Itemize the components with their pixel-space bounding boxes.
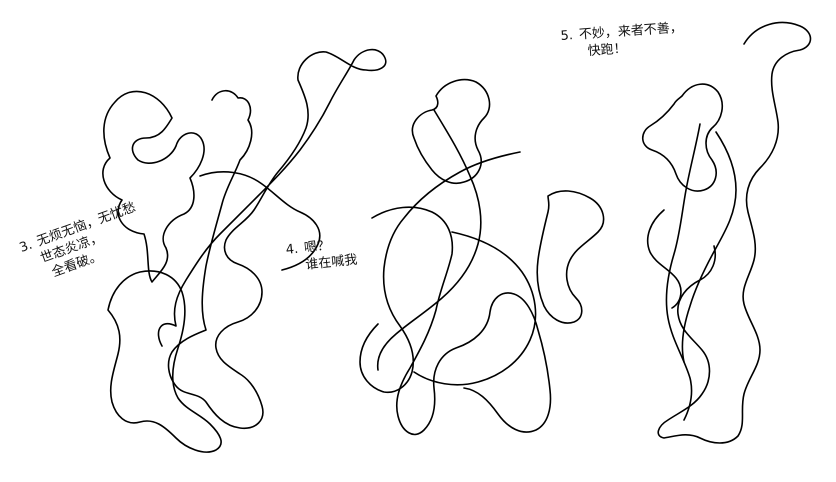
- figure-4-stroke-b: [371, 206, 552, 436]
- figure-4-stroke-f: [413, 231, 537, 386]
- figure-5-stroke-b: [641, 83, 724, 192]
- figure-3-drawing: [102, 48, 387, 453]
- figure-5-stroke-a: [657, 21, 812, 444]
- figure-3-stroke-b: [157, 48, 387, 430]
- figure-4-stroke-d: [376, 109, 482, 371]
- figure-5-stroke-e: [646, 209, 682, 309]
- figure-5-stroke-d: [681, 131, 737, 363]
- figure-5-stroke-c: [665, 123, 701, 421]
- figure-4-stroke-c: [359, 151, 521, 394]
- caption-5-number: 5.: [560, 28, 574, 44]
- caption-panel-4: 4.嗯？ 谁在喊我: [285, 235, 358, 276]
- figure-4-stroke-e: [536, 190, 605, 324]
- caption-4-text-1: 嗯？: [303, 238, 331, 256]
- figure-4-stroke-a: [411, 78, 491, 185]
- figure-3-stroke-a: [102, 90, 205, 283]
- figure-3-stroke-d: [199, 171, 321, 271]
- figure-4-drawing: [359, 78, 605, 436]
- figure-5-drawing: [641, 21, 812, 444]
- figure-3-stroke-c: [107, 270, 222, 453]
- caption-4-number: 4.: [285, 241, 300, 258]
